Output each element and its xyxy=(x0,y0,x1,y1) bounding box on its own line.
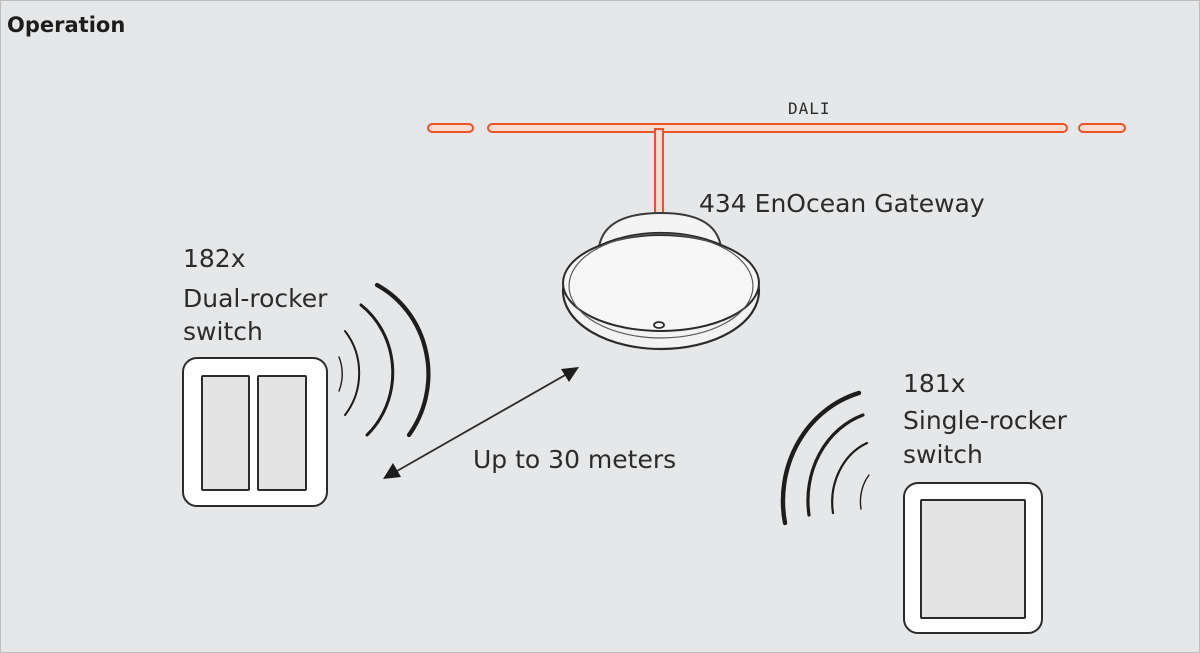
gateway-drop-cable xyxy=(654,128,664,214)
wave-arc-2 xyxy=(344,330,361,416)
wave-arc-3 xyxy=(806,413,865,517)
gateway-label: 434 EnOcean Gateway xyxy=(699,189,985,218)
dali-bus xyxy=(427,123,1126,214)
dual-switch-rocker-left xyxy=(201,375,250,491)
single-switch-label-model: 181x xyxy=(903,369,966,398)
wave-arc-1 xyxy=(859,474,870,510)
dali-bus-segment-left xyxy=(427,123,474,133)
wave-arc-4 xyxy=(780,390,862,526)
dual-switch-label-type: Dual-rocker xyxy=(183,284,328,313)
wave-arc-2 xyxy=(831,441,869,515)
dali-bus-segment-main xyxy=(487,123,1068,133)
range-arrow xyxy=(383,367,579,479)
gateway-device xyxy=(561,211,761,351)
dali-bus-segment-right xyxy=(1078,123,1126,133)
gateway-disc-inner-ring xyxy=(568,233,754,339)
gateway-disc-top xyxy=(562,234,760,332)
wave-arc-4 xyxy=(374,282,431,438)
single-rocker-switch xyxy=(903,482,1043,634)
diagram-heading: Operation xyxy=(7,13,126,37)
single-switch-label-noun: switch xyxy=(903,440,983,469)
dual-switch-label-noun: switch xyxy=(183,317,263,346)
dual-switch-label-model: 182x xyxy=(183,244,246,273)
dual-switch-radio-waves-icon xyxy=(338,282,431,438)
dual-rocker-switch xyxy=(182,357,328,507)
single-switch-label-type: Single-rocker xyxy=(903,406,1067,435)
wave-arc-1 xyxy=(338,356,343,392)
dali-bus-label: DALI xyxy=(788,99,831,118)
single-switch-radio-waves-icon xyxy=(780,390,870,526)
range-arrowhead-left xyxy=(383,463,401,479)
range-arrow-line xyxy=(396,373,568,472)
range-label: Up to 30 meters xyxy=(473,445,677,474)
single-switch-rocker xyxy=(920,499,1026,619)
wave-arc-3 xyxy=(359,303,395,437)
gateway-led-icon xyxy=(653,321,665,329)
dual-switch-rocker-right xyxy=(257,375,307,491)
range-arrowhead-right xyxy=(561,367,579,382)
